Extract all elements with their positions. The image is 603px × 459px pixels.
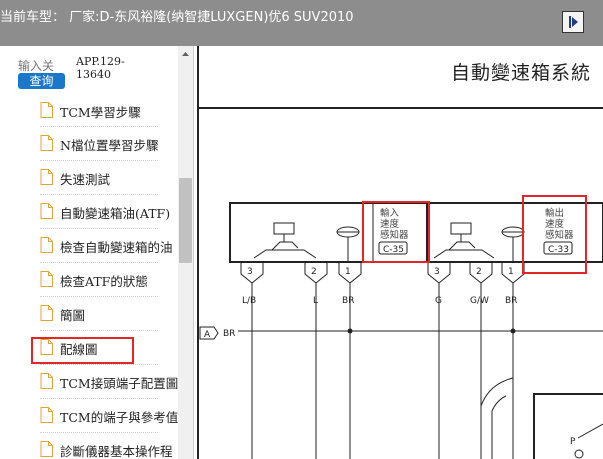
pin-2-3 <box>427 262 451 459</box>
wire-color-label: G/W <box>470 296 489 306</box>
tree-item-tcm-learning[interactable]: TCM學習步驟 <box>40 96 180 126</box>
sensor1-label-line1: 輸入 <box>380 207 400 219</box>
shield-symbol <box>501 226 525 262</box>
document-icon <box>40 102 53 118</box>
wire-color-label: BR <box>342 296 354 306</box>
pin-1-2 <box>304 262 328 459</box>
pin-number: 3 <box>247 267 253 277</box>
scroll-up-arrow-icon[interactable] <box>178 48 193 60</box>
tree-item-schematic[interactable]: 簡圖 <box>40 299 180 329</box>
leader-line <box>577 423 603 439</box>
divider <box>40 398 158 399</box>
divider <box>40 330 158 331</box>
tree-item-label: TCM學習步驟 <box>60 105 141 120</box>
pin-2-1 <box>501 262 525 459</box>
tree-item-tcm-connector-layout[interactable]: TCM接頭端子配置圖 <box>40 367 180 397</box>
search-input[interactable] <box>18 58 72 74</box>
pin-number: 1 <box>508 267 514 277</box>
tree-item-label: 檢查自動變速箱的油 <box>60 240 173 255</box>
wire-color-label: G <box>435 296 442 306</box>
wiring-diagram: 輸入 速度 感知器 C-35 輸出 速度 感知器 C-33 3 L/B <box>197 46 603 459</box>
arrow-right-icon <box>569 16 578 28</box>
sensor2-label-line3: 感知器 <box>545 229 574 241</box>
partial-label: P <box>570 437 576 447</box>
tree-item-n-position-learning[interactable]: N檔位置學習步驟 <box>40 129 180 159</box>
pin-number: 3 <box>434 267 440 277</box>
document-icon <box>40 305 53 321</box>
sensor2-label-line2: 速度 <box>545 218 565 230</box>
divider <box>40 194 158 195</box>
document-icon <box>40 169 53 185</box>
pin-number: 2 <box>311 267 317 277</box>
connector-code-c33: C-33 <box>548 245 569 255</box>
window-title: 当前车型： 厂家:D-东风裕隆(纳智捷LUXGEN)优6 SUV2010 <box>0 10 354 25</box>
divider <box>40 228 158 229</box>
document-icon <box>40 203 53 219</box>
bus-wire-label: BR <box>223 329 235 339</box>
connector-code-c35: C-35 <box>383 245 404 255</box>
title-bar: 当前车型： 厂家:D-东风裕隆(纳智捷LUXGEN)优6 SUV2010 <box>0 0 603 46</box>
divider <box>40 432 158 433</box>
page-title: 自動變速箱系統 <box>450 62 591 84</box>
divider <box>40 126 158 127</box>
app-code: APP.129-13640 <box>76 55 125 81</box>
connector-ref-label: A <box>204 330 211 340</box>
wire-curve <box>480 377 514 459</box>
tree-item-label: TCM的端子與參考值 <box>60 410 179 425</box>
diagram-viewer: 自動變速箱系統 輸入 速度 感知器 C-35 <box>194 46 603 459</box>
search-button[interactable]: 查询 <box>18 73 65 89</box>
tree-item-tcm-terminals[interactable]: TCM的端子與參考值 <box>40 401 180 431</box>
tree-item-label: 診斷儀器基本操作程 <box>60 444 173 459</box>
document-icon <box>40 373 53 389</box>
sensor1-label-line3: 感知器 <box>380 229 409 241</box>
tree-item-wiring-diagram[interactable]: 配線圖 <box>40 333 180 363</box>
wire-curve <box>491 395 507 459</box>
sidebar-scroll-thumb[interactable] <box>179 178 192 263</box>
document-icon <box>40 339 53 355</box>
tree-item-label: 檢查ATF的狀態 <box>60 274 148 289</box>
tree-item-diag-tool-basics[interactable]: 診斷儀器基本操作程 <box>40 435 180 459</box>
tree-item-check-fluid[interactable]: 檢查自動變速箱的油 <box>40 231 180 261</box>
document-icon <box>40 237 53 253</box>
connector-code-box <box>378 241 408 255</box>
tree-item-stall-test[interactable]: 失速測試 <box>40 163 180 193</box>
tree-item-label: 失速測試 <box>60 172 111 187</box>
sidebar: 查询 APP.129-13640 TCM學習步驟 N檔位置學習步驟 失速測試 自… <box>0 46 194 459</box>
toggle-panel-button[interactable] <box>562 11 584 33</box>
pin-1-1 <box>338 262 362 459</box>
hall-sensor-symbol <box>433 222 495 259</box>
sensor2-label-line1: 輸出 <box>545 207 564 219</box>
tree-item-atf[interactable]: 自動變速箱油(ATF) <box>40 197 180 227</box>
wire-color-label: L/B <box>242 296 256 306</box>
divider <box>40 262 158 263</box>
shield-symbol <box>336 226 360 262</box>
pin-1-3 <box>240 262 264 459</box>
wire-color-label: BR <box>505 296 517 306</box>
document-icon <box>40 135 53 151</box>
tree-item-label: N檔位置學習步驟 <box>60 138 159 153</box>
tree-item-atf-condition[interactable]: 檢查ATF的狀態 <box>40 265 180 295</box>
sensor-body-output-speed <box>426 202 603 263</box>
divider <box>40 296 158 297</box>
tree-item-label: 簡圖 <box>60 308 86 323</box>
hall-sensor-symbol <box>253 222 317 259</box>
document-icon <box>40 271 53 287</box>
document-icon <box>40 441 53 457</box>
tree-item-label: 配線圖 <box>60 342 98 357</box>
sensor1-label-line2: 速度 <box>380 218 400 230</box>
pin-number: 1 <box>345 267 351 277</box>
wire-color-label: L <box>313 296 318 306</box>
connector-code-box <box>543 241 573 255</box>
terminal-circle <box>574 449 584 459</box>
pin-number: 2 <box>476 267 482 277</box>
divider <box>40 364 158 365</box>
tree-item-label: TCM接頭端子配置圖 <box>60 376 179 391</box>
connector-ref-a <box>199 326 219 340</box>
tree-item-label: 自動變速箱油(ATF) <box>60 206 171 221</box>
divider <box>40 160 158 161</box>
partial-component-outline <box>533 393 603 459</box>
document-icon <box>40 407 53 423</box>
